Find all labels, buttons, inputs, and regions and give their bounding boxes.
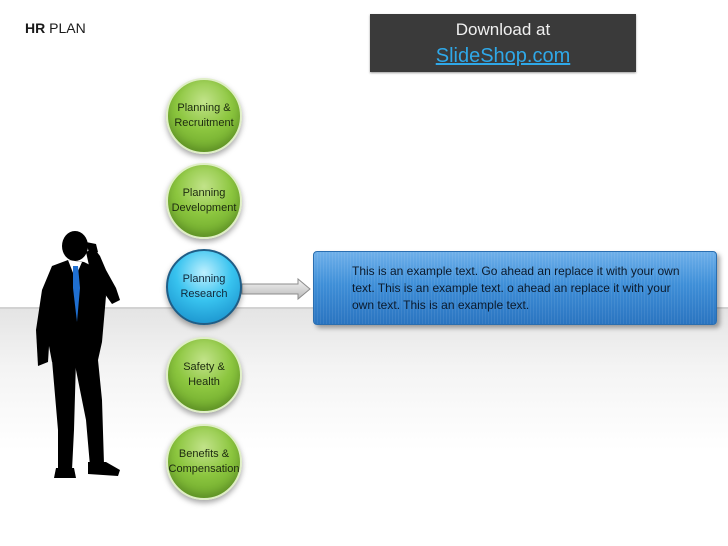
- slide-title-rest: PLAN: [45, 20, 86, 36]
- step-planning-recruitment[interactable]: Planning & Recruitment: [166, 78, 242, 154]
- callout-text: This is an example text. Go ahead an rep…: [352, 264, 680, 312]
- step-planning-development[interactable]: Planning Development: [166, 163, 242, 239]
- slide-title-bold: HR: [25, 20, 46, 36]
- step-safety-health[interactable]: Safety & Health: [166, 337, 242, 413]
- download-label: Download at: [455, 20, 551, 39]
- slide-title: HR PLAN: [25, 20, 86, 36]
- slideshop-link[interactable]: SlideShop.com: [435, 45, 571, 67]
- download-banner[interactable]: Download at SlideShop.com: [370, 14, 636, 72]
- step-benefits-compensation[interactable]: Benefits & Compensation: [166, 424, 242, 500]
- floor-background: [0, 308, 728, 546]
- description-callout: [313, 251, 717, 325]
- step-planning-research[interactable]: Planning Research: [166, 249, 242, 325]
- businessman-icon: [36, 231, 120, 478]
